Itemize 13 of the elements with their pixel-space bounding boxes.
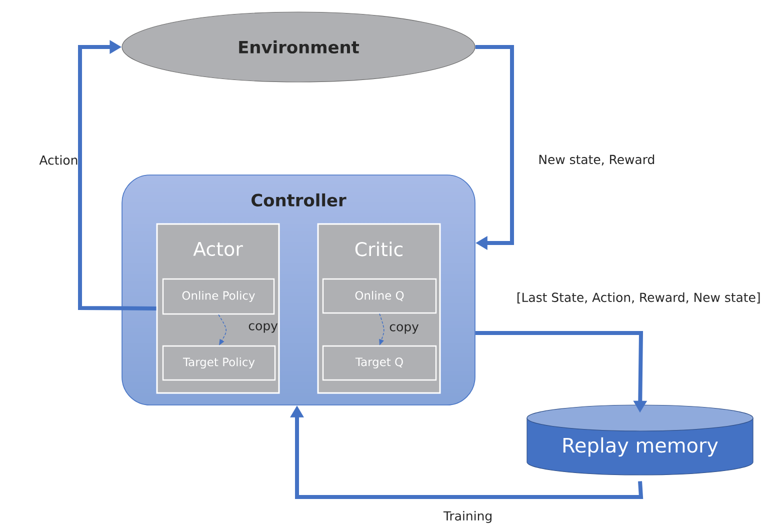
edge-label: Action: [39, 155, 78, 165]
edge-label: Training: [443, 510, 492, 524]
arrow: [475, 45, 514, 250]
edge-label: copy: [390, 324, 419, 334]
memory-cylinder: Replay memory: [526, 404, 754, 476]
network-box: Target Q: [322, 345, 437, 381]
edge-label: [Last State, Action, Reward, New state]: [517, 292, 760, 304]
network-box: Online Policy: [162, 278, 275, 315]
network-box: Target Policy: [162, 345, 276, 381]
network-box: Online Q: [322, 278, 437, 314]
edge-label: copy: [248, 323, 278, 333]
arrow: [78, 40, 156, 310]
edge-label: New state, Reward: [539, 154, 654, 166]
